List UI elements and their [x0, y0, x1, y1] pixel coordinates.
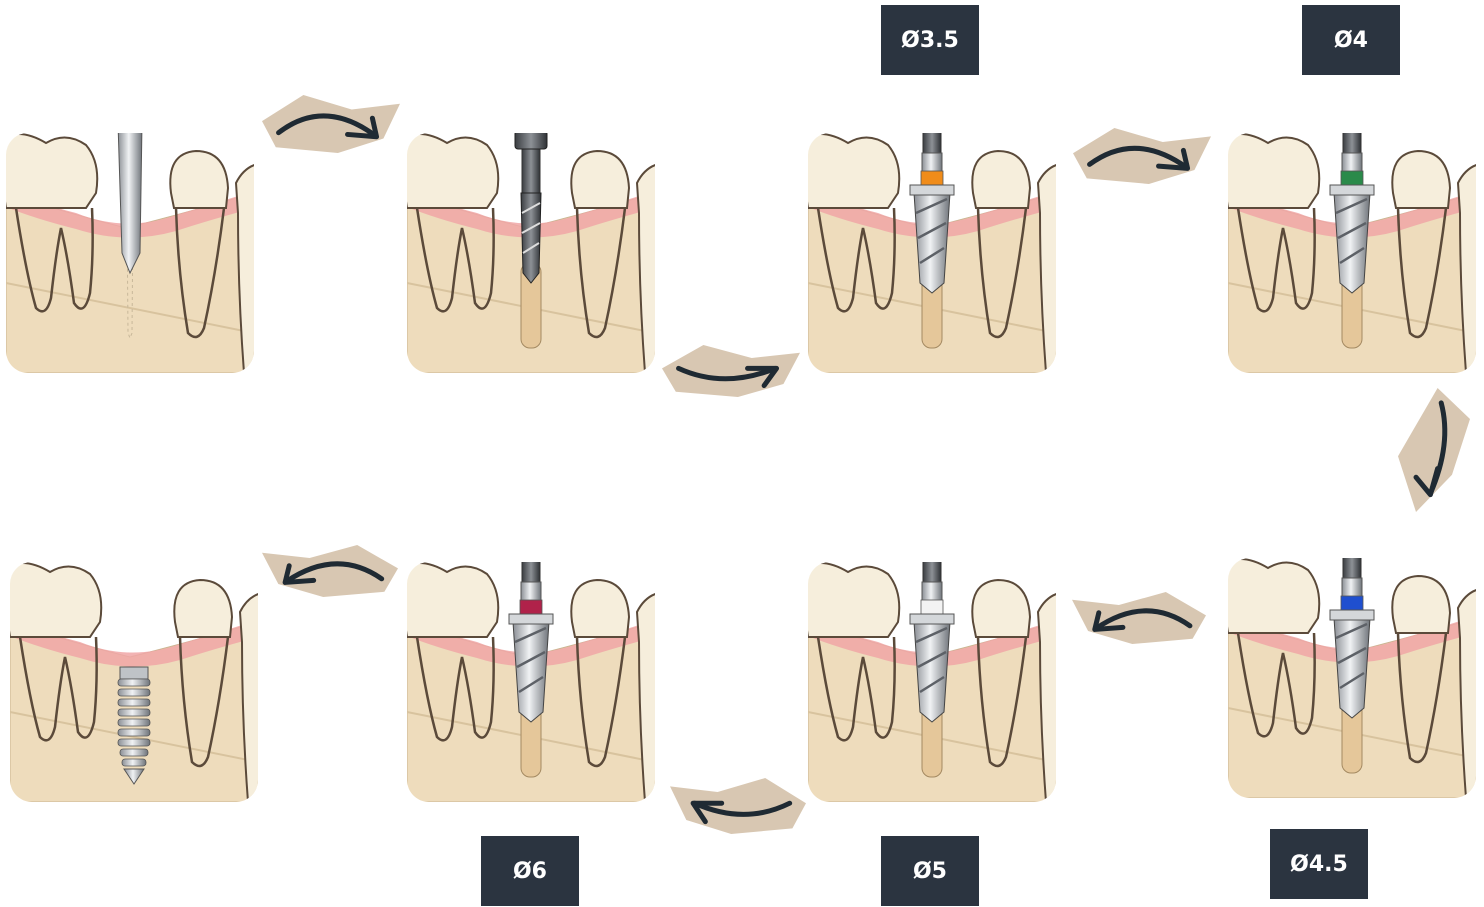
- arrow-left-icon: [262, 545, 398, 597]
- arrow-right-icon: [1073, 128, 1211, 184]
- step-5-panel: [1228, 558, 1476, 798]
- arrow-down-icon: [1398, 388, 1470, 512]
- step-7-panel: [407, 562, 655, 802]
- step-4-panel: [1228, 133, 1476, 373]
- arrow-left-icon: [1072, 592, 1206, 644]
- arrow-right-icon: [662, 345, 800, 397]
- diameter-badge-step-4: Ø4: [1302, 5, 1400, 75]
- diameter-badge-step-7: Ø6: [481, 836, 579, 906]
- step-3-panel: [808, 133, 1056, 373]
- diameter-badge-step-6: Ø5: [881, 836, 979, 906]
- diameter-badge-step-3: Ø3.5: [881, 5, 979, 75]
- arrow-left-icon: [670, 778, 806, 834]
- step-2-panel: [407, 133, 655, 373]
- step-6-panel: [808, 562, 1056, 802]
- step-8-panel: [10, 562, 258, 802]
- step-1-panel: [6, 133, 254, 373]
- diameter-badge-step-5: Ø4.5: [1270, 829, 1368, 899]
- arrow-right-icon: [262, 95, 400, 153]
